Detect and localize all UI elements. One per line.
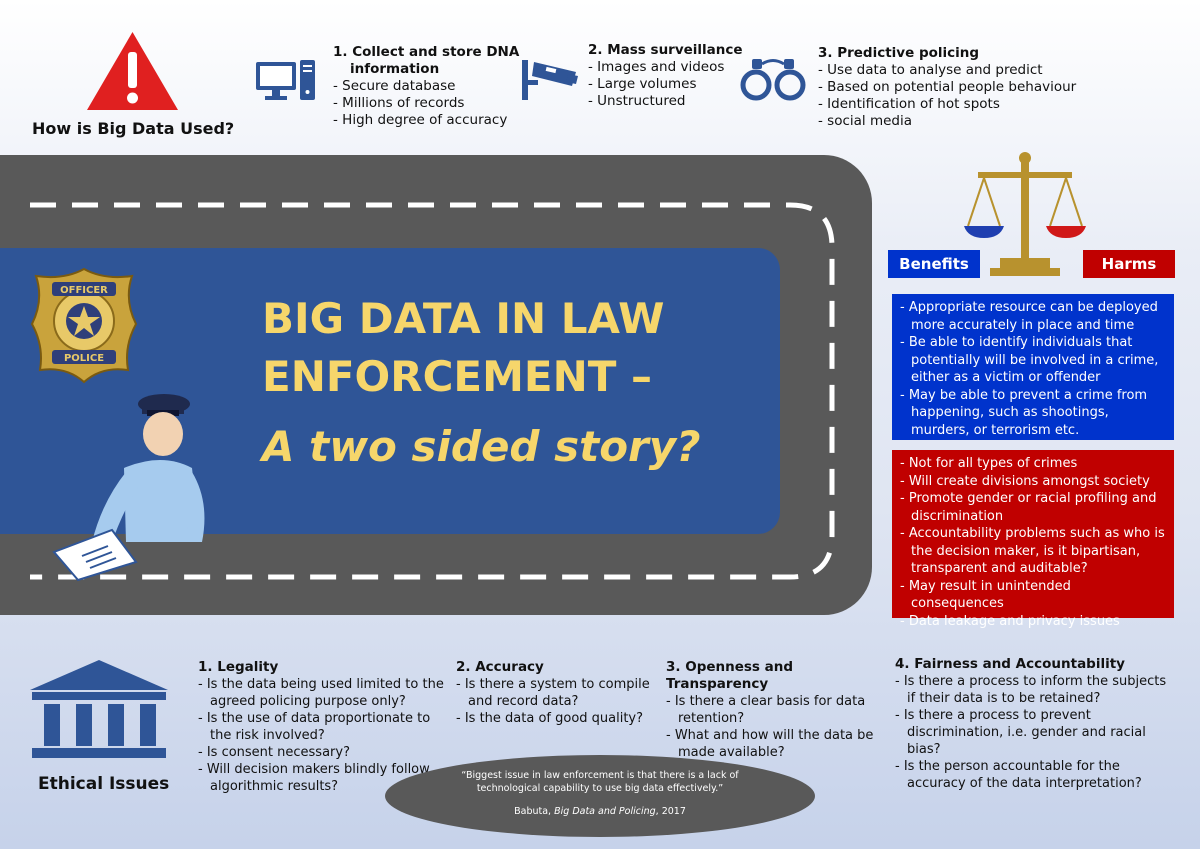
harm-item: Promote gender or racial profiling and d… [900,490,1166,525]
harms-label: Harms [1083,250,1175,278]
benefits-label: Benefits [888,250,980,278]
use-item: Millions of records [333,95,519,112]
ethics-item: Is there a system to compile and record … [456,676,656,710]
ethics-heading: 2. Accuracy [456,659,544,675]
ethics-item: Is the data of good quality? [456,710,656,727]
use-item: High degree of accuracy [333,112,519,129]
benefit-item: May be able to prevent a crime from happ… [900,387,1166,440]
ethics-item: Is there a process to prevent discrimina… [895,707,1170,758]
quote-year: , 2017 [655,806,686,817]
use-item: Identification of hot spots [818,96,1076,113]
road-dashes [30,202,835,580]
ethics-item: What and how will the data be made avail… [666,727,878,761]
use-item: Secure database [333,78,519,95]
ethics-heading: 1. Legality [198,659,279,675]
use-item: Large volumes [588,76,743,93]
use-item: Use data to analyse and predict [818,62,1076,79]
ethics-accuracy: 2. Accuracy Is there a system to compile… [456,659,656,727]
headline-line-3: A two sided story? [262,422,701,471]
quote-work: Big Data and Policing [554,806,656,817]
harm-item: Accountability problems such as who is t… [900,525,1166,578]
uses-title: How is Big Data Used? [32,119,235,138]
quote-citation: Babuta, Big Data and Policing, 2017 [385,805,815,818]
headline-line-2: ENFORCEMENT – [262,352,652,401]
harm-item: Not for all types of crimes [900,455,1166,473]
use-item: Based on potential people behaviour [818,79,1076,96]
ethics-item: Will decision makers blindly follow algo… [198,761,448,795]
use-predictive-heading: 3. Predictive policing [818,45,980,61]
ethics-item: Is consent necessary? [198,744,448,761]
use-surveillance: 2. Mass surveillance Images and videos L… [588,42,743,110]
use-item: Images and videos [588,59,743,76]
harm-item: Will create divisions amongst society [900,473,1166,491]
use-surveillance-heading: 2. Mass surveillance [588,42,743,58]
ethics-fairness: 4. Fairness and Accountability Is there … [895,656,1170,792]
ethics-item: Is there a clear basis for data retentio… [666,693,878,727]
use-item: social media [818,113,1076,130]
headline-line-1: BIG DATA IN LAW [262,294,665,343]
police-badge-icon: OFFICER POLICE [28,266,140,384]
use-item: Unstructured [588,93,743,110]
quote-bubble: “Biggest issue in law enforcement is tha… [385,755,815,837]
ethics-item: Is the data being used limited to the ag… [198,676,448,710]
use-dna-heading: 1. Collect and store DNA [333,44,520,60]
courthouse-icon [28,658,170,762]
use-dna: 1. Collect and store DNA information Sec… [333,44,519,129]
ethics-openness: 3. Openness and Transparency Is there a … [666,659,878,761]
quote-text: “Biggest issue in law enforcement is tha… [461,770,739,794]
ethics-legality: 1. Legality Is the data being used limit… [198,659,448,795]
cctv-camera-icon [520,56,580,102]
ethics-heading: 4. Fairness and Accountability [895,656,1125,672]
use-predictive: 3. Predictive policing Use data to analy… [818,45,1076,130]
ethics-item: Is there a process to inform the subject… [895,673,1170,707]
headline: BIG DATA IN LAW ENFORCEMENT – A two side… [262,290,742,476]
benefits-box: Appropriate resource can be deployed mor… [892,294,1174,440]
harm-item: Data leakage and privacy issues [900,613,1166,631]
use-dna-heading-2: information [350,61,440,77]
ethics-title: Ethical Issues [38,774,170,794]
badge-bottom-text: POLICE [64,353,104,364]
handcuffs-icon [740,55,806,103]
scales-icon [960,148,1090,278]
harm-item: May result in unintended consequences [900,578,1166,613]
quote-author: Babuta, [514,806,555,817]
badge-top-text: OFFICER [60,285,108,296]
ethics-heading: 3. Openness and Transparency [666,659,794,692]
warning-icon [85,30,180,112]
harms-box: Not for all types of crimes Will create … [892,450,1174,629]
ethics-item: Is the use of data proportionate to the … [198,710,448,744]
ethics-item: Is the person accountable for the accura… [895,758,1170,792]
benefit-item: Appropriate resource can be deployed mor… [900,299,1166,334]
computer-icon [255,60,317,102]
police-officer-icon [52,392,222,582]
benefit-item: Be able to identify individuals that pot… [900,334,1166,387]
